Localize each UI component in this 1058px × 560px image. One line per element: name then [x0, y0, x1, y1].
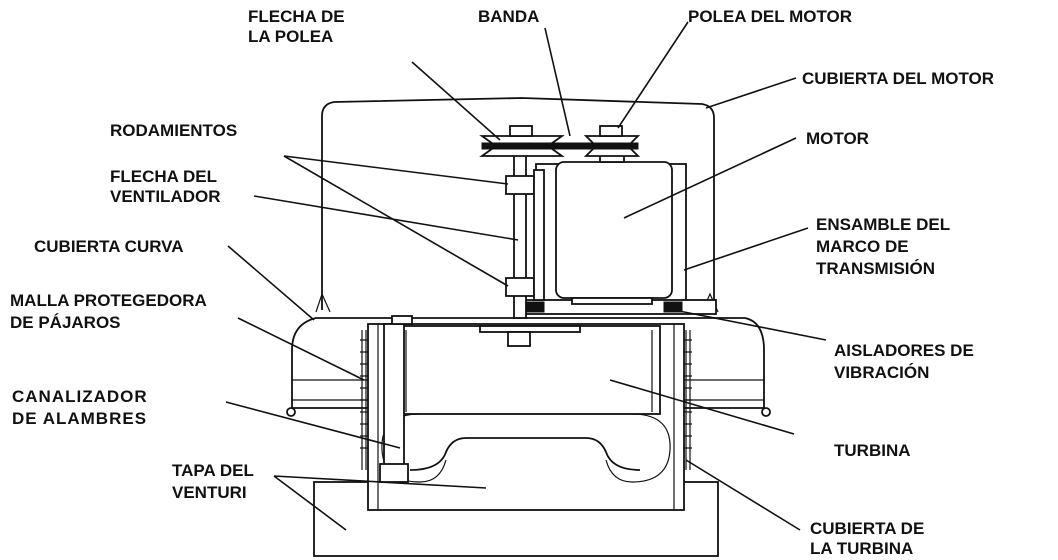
leader-lines — [225, 21, 827, 531]
fan-pulley-hub — [509, 125, 533, 137]
bearing-lower — [505, 277, 535, 297]
wheel-hub — [507, 331, 531, 347]
label-flecha-ventilador-1: FLECHA DEL — [110, 167, 217, 186]
label-tapa-2: VENTURI — [172, 483, 247, 502]
venturi-right-bell — [605, 413, 671, 483]
label-flecha-polea-2: LA POLEA — [248, 27, 333, 46]
motor-foot — [571, 297, 653, 305]
wire-conduit-cap — [391, 315, 413, 325]
vibration-isolator-right — [663, 301, 683, 313]
label-malla-1: MALLA PROTEGEDORA — [10, 291, 207, 310]
bearing-upper — [505, 175, 535, 195]
label-rodamientos: RODAMIENTOS — [110, 121, 237, 140]
hood-clip-left — [315, 292, 331, 313]
motor-pulley-hub — [599, 125, 623, 137]
label-cubierta-curva: CUBIERTA CURVA — [34, 237, 184, 256]
vibration-isolator-left — [525, 301, 545, 313]
label-cubierta-turbina-1: CUBIERTA DE — [810, 519, 924, 538]
label-ensamble-1: ENSAMBLE DEL — [816, 215, 950, 234]
bird-screen-left — [360, 330, 368, 470]
label-aisladores-2: VIBRACIÓN — [834, 363, 929, 382]
wire-conduit — [383, 323, 405, 483]
label-banda: BANDA — [478, 7, 539, 26]
venturi-inlet — [409, 437, 641, 471]
cover-rivet-left — [286, 407, 296, 417]
motor-body — [555, 161, 673, 299]
label-turbina: TURBINA — [834, 441, 911, 460]
label-tapa-1: TAPA DEL — [172, 461, 254, 480]
label-cubierta-motor: CUBIERTA DEL MOTOR — [802, 69, 994, 88]
label-polea-motor: POLEA DEL MOTOR — [688, 7, 852, 26]
label-canalizador-1: CANALIZADOR — [12, 387, 148, 406]
label-malla-2: DE PÁJAROS — [10, 313, 121, 332]
bird-screen-right — [684, 330, 692, 470]
label-cubierta-turbina-2: LA TURBINA — [810, 539, 913, 558]
label-motor: MOTOR — [806, 129, 869, 148]
label-canalizador-2: DE ALAMBRES — [12, 409, 147, 428]
label-ensamble-2: MARCO DE — [816, 237, 909, 256]
label-ensamble-3: TRANSMISIÓN — [816, 259, 935, 278]
label-flecha-ventilador-2: VENTILADOR — [110, 187, 221, 206]
cover-rivet-right — [761, 407, 771, 417]
wire-conduit-nut — [379, 463, 409, 483]
belt — [481, 142, 639, 150]
label-aisladores-1: AISLADORES DE — [834, 341, 974, 360]
bearing-bracket — [533, 169, 545, 301]
label-flecha-polea-1: FLECHA DE — [248, 7, 345, 26]
